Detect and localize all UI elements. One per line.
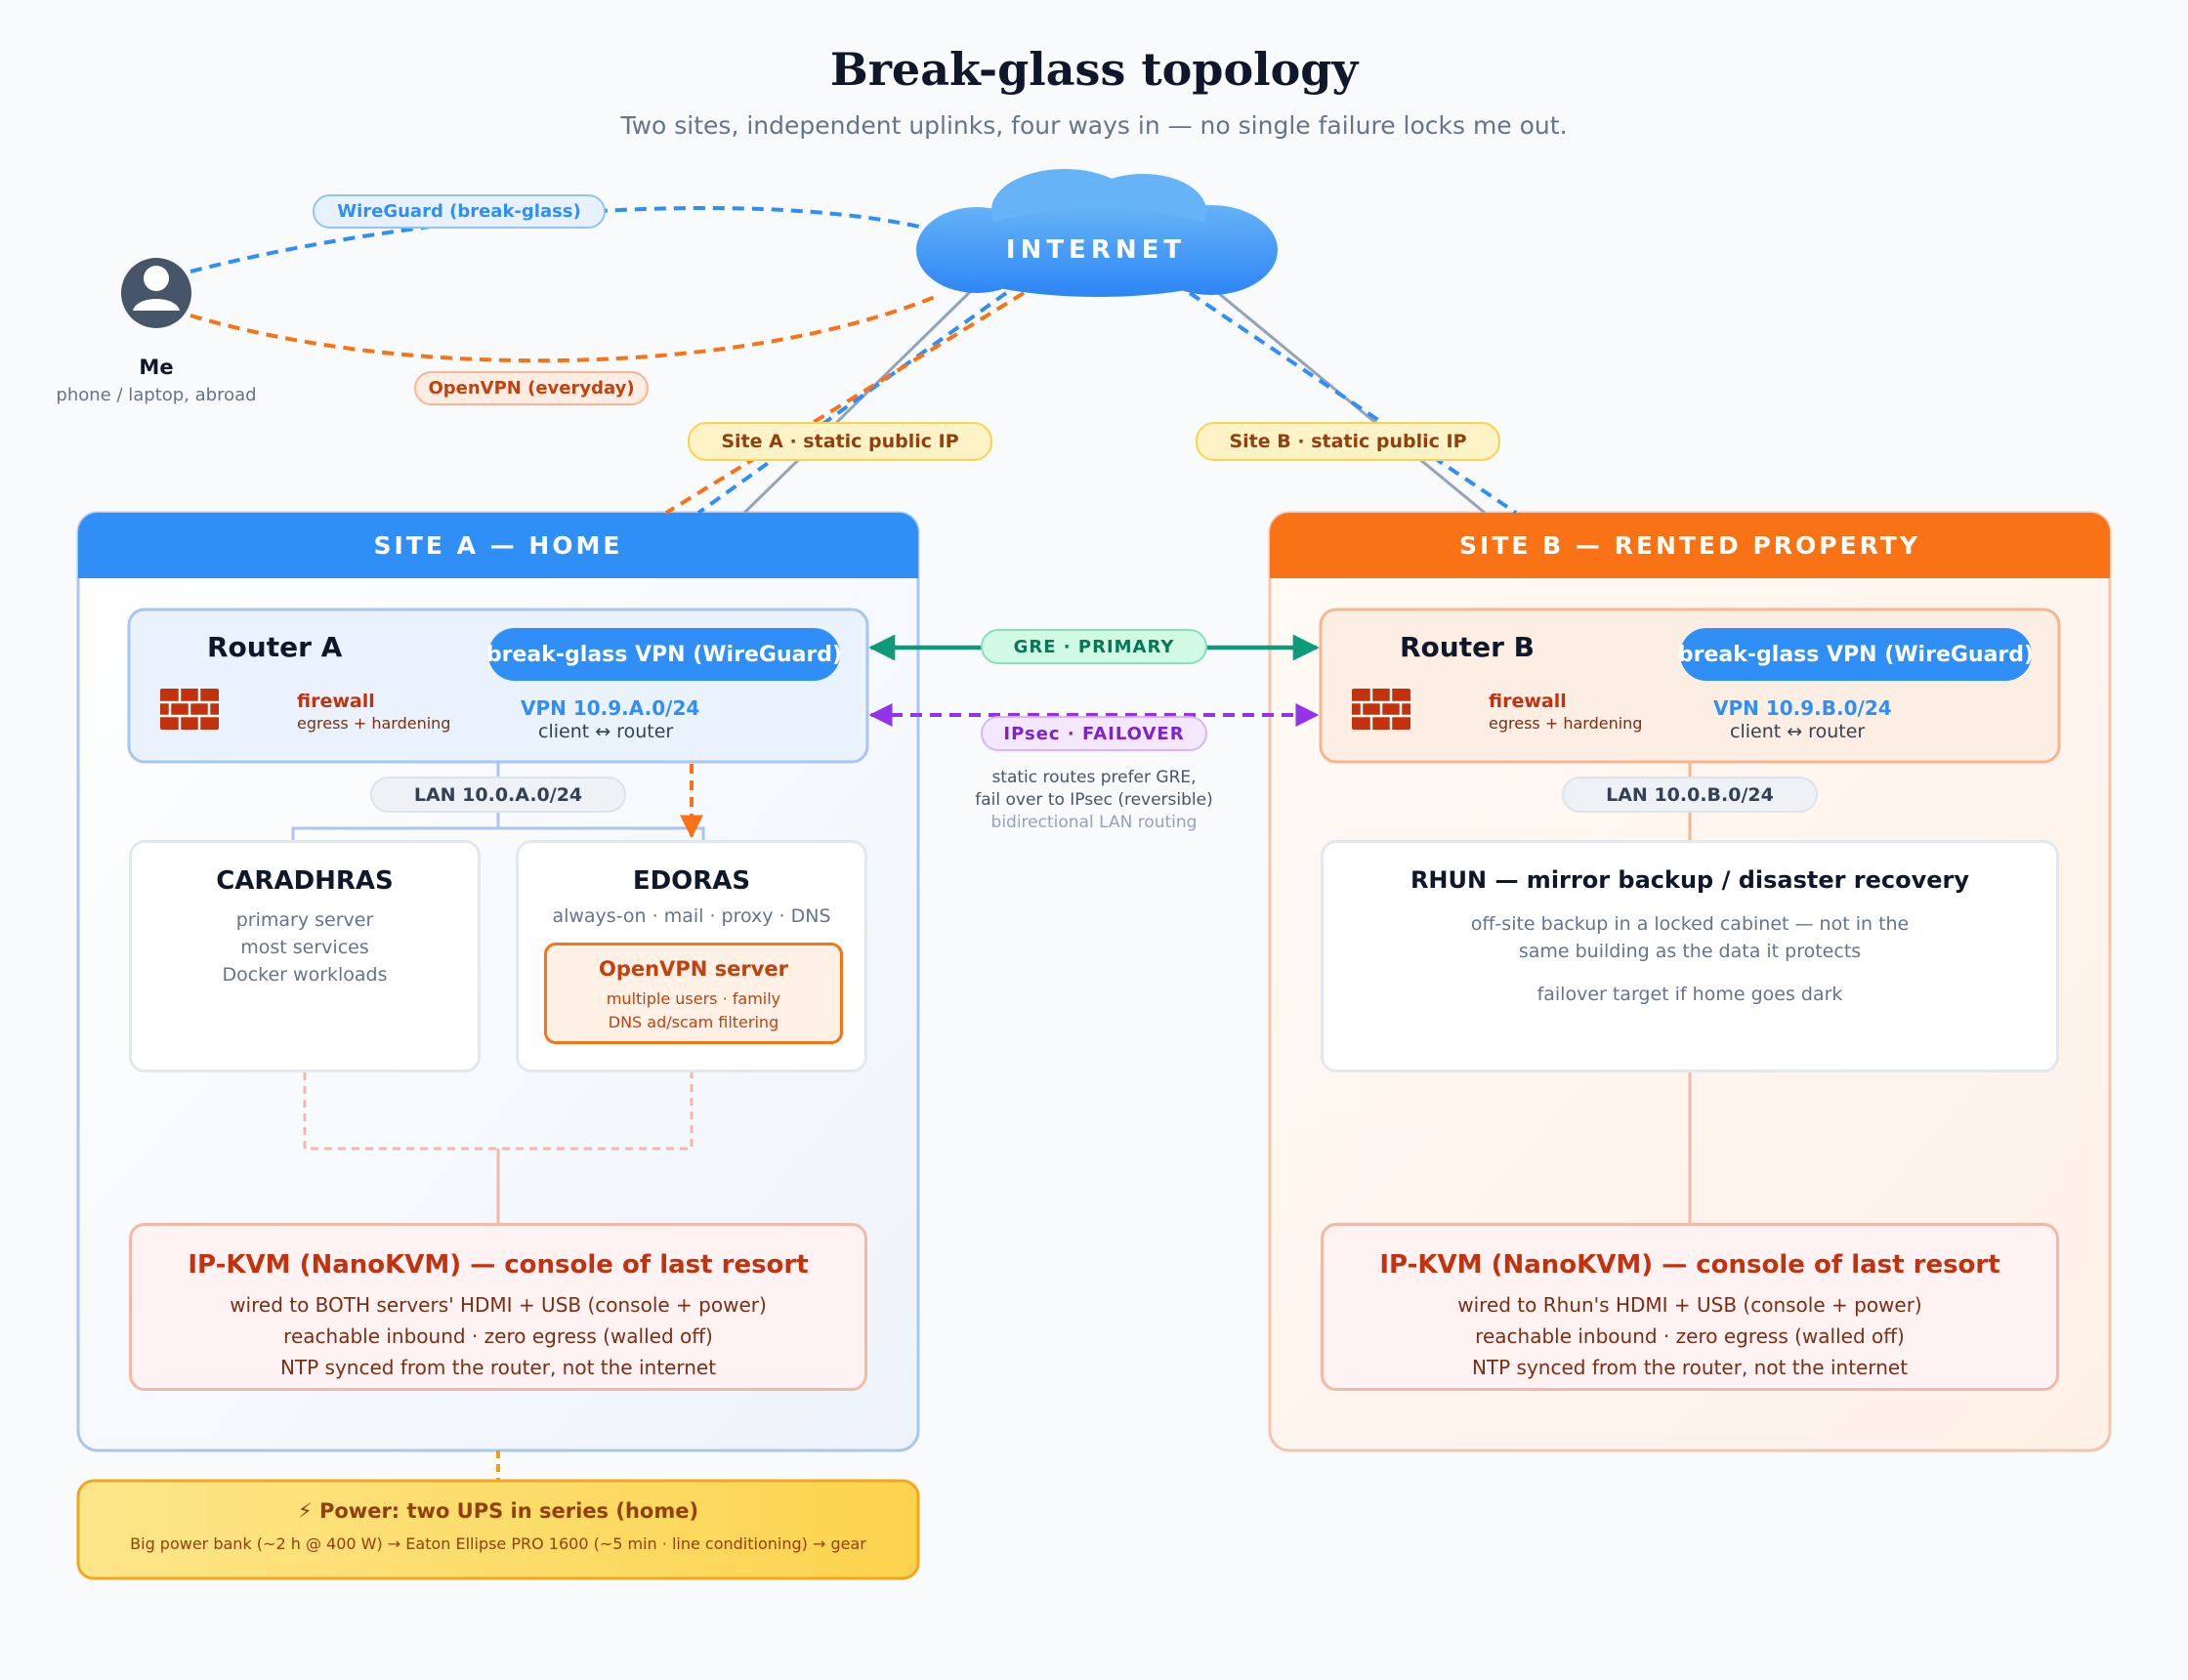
router-b-vpn-pill[interactable]: break-glass VPN (WireGuard)	[1678, 628, 2034, 681]
page-title: Break-glass topology	[829, 43, 1359, 96]
site-a-wireguard-tunnel	[696, 291, 1008, 515]
router-b-firewall-label: firewall	[1489, 691, 1567, 712]
me-name: Me	[139, 356, 174, 379]
caradhras-name: CARADHRAS	[216, 866, 394, 896]
kvm-b-line: NTP synced from the router, not the inte…	[1471, 1356, 1909, 1379]
kvm-a-card[interactable]: IP-KVM (NanoKVM) — console of last resor…	[129, 1223, 867, 1391]
internet-label: INTERNET	[1006, 235, 1186, 265]
site-a-header-bar	[78, 513, 918, 578]
caradhras-line: most services	[240, 937, 369, 958]
edoras-card[interactable]: EDORAS always-on · mail · proxy · DNS Op…	[516, 840, 867, 1072]
power-title: ⚡ Power: two UPS in series (home)	[297, 1499, 699, 1523]
kvm-a-line: reachable inbound · zero egress (walled …	[283, 1324, 713, 1348]
edoras-name: EDORAS	[632, 866, 751, 896]
router-b-firewall-sub: egress + hardening	[1489, 714, 1643, 733]
router-b-vpn-net: VPN 10.9.B.0/24	[1713, 696, 1892, 720]
site-b-ip-label: Site B · static public IP	[1196, 422, 1500, 461]
routing-note-line-1: static routes prefer GRE,	[991, 768, 1197, 787]
power-detail: Big power bank (~2 h @ 400 W) → Eaton El…	[130, 1534, 866, 1553]
lan-a-branch	[291, 826, 705, 840]
cloud-icon	[916, 169, 1278, 297]
site-b-wireguard-tunnel	[1188, 291, 1518, 515]
caradhras-line: primary server	[235, 909, 374, 931]
caradhras-card[interactable]: CARADHRAS primary server most services D…	[129, 840, 481, 1072]
lan-a-label: LAN 10.0.A.0/24	[370, 777, 626, 813]
kvm-a-line: wired to BOTH servers' HDMI + USB (conso…	[230, 1293, 767, 1317]
kvm-a-line: NTP synced from the router, not the inte…	[279, 1356, 717, 1379]
openvpn-server-line: DNS ad/scam filtering	[608, 1013, 779, 1031]
router-a-vpn-net: VPN 10.9.A.0/24	[521, 696, 700, 720]
edoras-tagline: always-on · mail · proxy · DNS	[552, 905, 831, 927]
router-a-firewall-sub: egress + hardening	[297, 714, 451, 733]
routing-note-line-3: bidirectional LAN routing	[990, 813, 1198, 832]
ipsec-failover-label: IPsec · FAILOVER	[981, 716, 1207, 751]
kvm-b-card[interactable]: IP-KVM (NanoKVM) — console of last resor…	[1321, 1223, 2059, 1391]
site-b-header: SITE B — RENTED PROPERTY	[1459, 531, 1920, 560]
rhun-failover: failover target if home goes dark	[1536, 984, 1843, 1005]
rhun-name: RHUN — mirror backup / disaster recovery	[1410, 866, 1970, 894]
rhun-card[interactable]: RHUN — mirror backup / disaster recovery…	[1321, 840, 2059, 1072]
brick-firewall-icon	[1352, 689, 1410, 730]
me-caption: phone / laptop, abroad	[56, 385, 257, 405]
site-a-header: SITE A — HOME	[373, 531, 623, 560]
kvm-a-title: IP-KVM (NanoKVM) — console of last resor…	[188, 1250, 809, 1280]
wireguard-link-label: WireGuard (break-glass)	[313, 194, 606, 229]
openvpn-link-label: OpenVPN (everyday)	[414, 371, 649, 405]
kvm-b-line: reachable inbound · zero egress (walled …	[1475, 1324, 1905, 1348]
site-b-uplink	[1210, 285, 1486, 515]
me-openvpn-tunnel	[189, 293, 941, 363]
site-b-header-bar	[1270, 513, 2110, 578]
site-a-openvpn-tunnel	[664, 291, 1026, 515]
site-a-ip-label: Site A · static public IP	[688, 422, 992, 461]
openvpn-server-box[interactable]: OpenVPN server multiple users · family D…	[544, 943, 843, 1044]
rhun-line: off-site backup in a locked cabinet — no…	[1470, 913, 1910, 935]
routing-note-line-2: fail over to IPsec (reversible)	[975, 790, 1213, 810]
lan-b-label: LAN 10.0.B.0/24	[1562, 777, 1818, 813]
user-avatar-icon	[121, 258, 191, 328]
kvm-b-title: IP-KVM (NanoKVM) — console of last resor…	[1379, 1250, 2000, 1280]
page-subtitle: Two sites, independent uplinks, four way…	[620, 111, 1568, 140]
router-a-vpn-sub: client ↔ router	[538, 721, 674, 742]
power-box	[76, 1479, 920, 1580]
brick-firewall-icon	[160, 689, 219, 730]
gre-primary-label: GRE · PRIMARY	[981, 629, 1207, 664]
me-wireguard-tunnel	[189, 205, 929, 273]
router-a-name: Router A	[207, 631, 343, 663]
router-a-vpn-pill[interactable]: break-glass VPN (WireGuard)	[486, 628, 842, 681]
kvm-b-line: wired to Rhun's HDMI + USB (console + po…	[1457, 1293, 1922, 1317]
openvpn-server-line: multiple users · family	[606, 989, 781, 1008]
caradhras-line: Docker workloads	[222, 964, 388, 986]
router-a-firewall-label: firewall	[297, 691, 375, 712]
openvpn-server-title: OpenVPN server	[599, 957, 788, 981]
rhun-line: same building as the data it protects	[1518, 941, 1862, 962]
router-b-name: Router B	[1400, 631, 1536, 663]
router-b-vpn-sub: client ↔ router	[1730, 721, 1866, 742]
